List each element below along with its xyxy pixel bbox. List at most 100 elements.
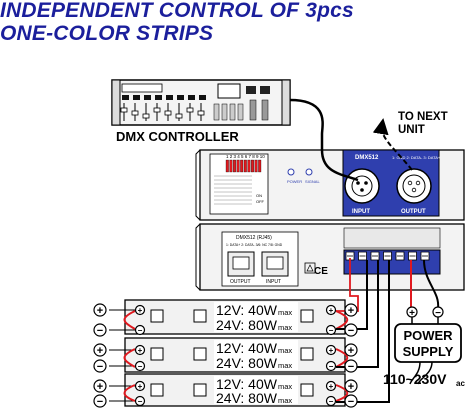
minus-terminal-icon <box>344 394 358 408</box>
plus-terminal-icon <box>325 344 337 356</box>
strip-2-max-24v: max <box>278 361 292 370</box>
power-indicator-label: POWER <box>287 179 302 184</box>
led-strip-group: 12V: 40W max 24V: 80W max 12V: 40W max 2… <box>124 299 346 407</box>
power-supply: POWER SUPPLY 110~230V ac <box>383 323 465 388</box>
controller-button-icon <box>166 95 173 100</box>
terminal-symbol: − <box>97 361 103 373</box>
led-chip-icon <box>300 309 314 323</box>
fader-knob-icon[interactable] <box>186 107 194 113</box>
fader-track <box>237 103 244 121</box>
title-line-2: ONE-COLOR STRIPS <box>0 22 214 45</box>
terminal-symbol: + <box>97 381 103 393</box>
signal-indicator-label: SIGNAL <box>305 179 320 184</box>
terminal-symbol: + <box>138 382 143 391</box>
terminal-symbol: + <box>138 346 143 355</box>
controller-button-icon <box>144 95 151 100</box>
decoder-top: 1 2 3 4 5 6 7 8 9 10 ON OFF POWER SIGNAL… <box>195 149 465 221</box>
minus-terminal-icon <box>325 360 337 372</box>
led-strip-3: 12V: 40W max 24V: 80W max <box>124 373 346 407</box>
terminal-symbol: + <box>348 305 354 317</box>
minus-terminal-icon <box>325 395 337 407</box>
minus-terminal-icon <box>344 359 358 373</box>
fader-knob-icon[interactable] <box>175 113 183 119</box>
strip-3-max-24v: max <box>278 396 292 405</box>
dip-switch-icon[interactable] <box>247 159 251 173</box>
rj45-output-label: OUTPUT <box>230 279 251 285</box>
dip-switch-icon[interactable] <box>225 159 229 173</box>
psu-negative-wire <box>423 259 440 309</box>
strip-2-right-red-wire <box>335 348 349 368</box>
dip-switch-icon[interactable] <box>258 159 262 173</box>
fader-knob-icon[interactable] <box>197 110 205 116</box>
fader-knob-icon[interactable] <box>164 110 172 116</box>
next-unit-label-2: UNIT <box>398 124 425 136</box>
terminal-symbol: − <box>97 396 103 408</box>
minus-terminal-icon <box>93 359 107 373</box>
terminal-symbol: + <box>97 305 103 317</box>
plus-terminal-icon <box>325 304 337 316</box>
plus-terminal-icon <box>344 303 358 317</box>
xlr-input-socket-icon[interactable] <box>344 168 380 204</box>
strip-2-left-red-wire <box>123 348 136 368</box>
dip-switch-icon[interactable] <box>236 159 240 173</box>
minus-terminal-icon <box>93 394 107 408</box>
controller-display <box>217 83 241 99</box>
controller-label: DMX CONTROLLER <box>116 129 239 144</box>
next-unit-label-1: TO NEXT <box>398 111 448 123</box>
terminal-symbol: − <box>348 325 354 337</box>
dip-switch-icon[interactable] <box>251 159 254 173</box>
strip-1-spec-24v: 24V: 80W <box>216 317 278 333</box>
terminal-symbol: − <box>97 325 103 337</box>
fader-knob-icon[interactable] <box>120 107 128 113</box>
dip-switch-icon[interactable] <box>233 159 236 173</box>
strip-1-max-12v: max <box>278 308 292 317</box>
dip-switch-icon[interactable] <box>229 159 233 173</box>
next-unit-cable <box>372 118 413 171</box>
power-supply-box <box>394 323 462 363</box>
led-chip-icon <box>150 383 164 397</box>
led-chip-icon <box>150 309 164 323</box>
strip-2-spec-24v: 24V: 80W <box>216 355 278 371</box>
strip-3-spec-24v: 24V: 80W <box>216 390 278 406</box>
power-supply-line-1: POWER <box>403 328 453 343</box>
led-chip-icon <box>193 383 207 397</box>
fader-track <box>229 103 236 121</box>
terminal-symbol: − <box>435 308 441 319</box>
terminal-symbol: − <box>329 397 334 406</box>
led-chip-icon <box>300 383 314 397</box>
strip-2-spec-12v: 12V: 40W <box>216 340 278 356</box>
terminal-symbol: − <box>348 396 354 408</box>
led-chip-icon <box>300 347 314 361</box>
plus-terminal-icon <box>93 379 107 393</box>
terminal-symbol: − <box>329 326 334 335</box>
dmx-controller: DMX CONTROLLER <box>111 79 291 144</box>
minus-terminal-icon <box>134 360 146 372</box>
strip-1-right-red-wire <box>335 310 349 330</box>
plus-terminal-icon <box>134 304 146 316</box>
dip-switch-icon[interactable] <box>243 159 247 173</box>
terminal-symbol: + <box>138 306 143 315</box>
xlr-input-label: INPUT <box>352 209 370 215</box>
strip-3-max-12v: max <box>278 382 292 391</box>
minus-terminal-icon <box>344 323 358 337</box>
strip-2-max-12v: max <box>278 346 292 355</box>
recycle-icon <box>304 262 316 274</box>
terminal-symbol: + <box>348 381 354 393</box>
controller-faders <box>120 103 244 121</box>
plus-terminal-icon <box>93 303 107 317</box>
minus-terminal-icon <box>134 395 146 407</box>
controller-button-icon <box>199 95 206 100</box>
dip-switch-icon[interactable] <box>240 159 244 173</box>
plus-terminal-icon <box>134 344 146 356</box>
fader-knob-icon[interactable] <box>153 107 161 113</box>
pin-label: 1: GND 2: DATA- 3: DATA+ <box>392 155 441 160</box>
dip-off-label: OFF <box>256 199 265 204</box>
strip-1-max-24v: max <box>278 323 292 332</box>
fader-knob-icon[interactable] <box>131 110 139 116</box>
xlr-output-label: OUTPUT <box>401 209 426 215</box>
controller-button-icon <box>188 95 195 100</box>
dip-switch-icon[interactable] <box>254 159 258 173</box>
fader-knob-icon[interactable] <box>142 113 150 119</box>
terminal-symbol: + <box>329 382 334 391</box>
